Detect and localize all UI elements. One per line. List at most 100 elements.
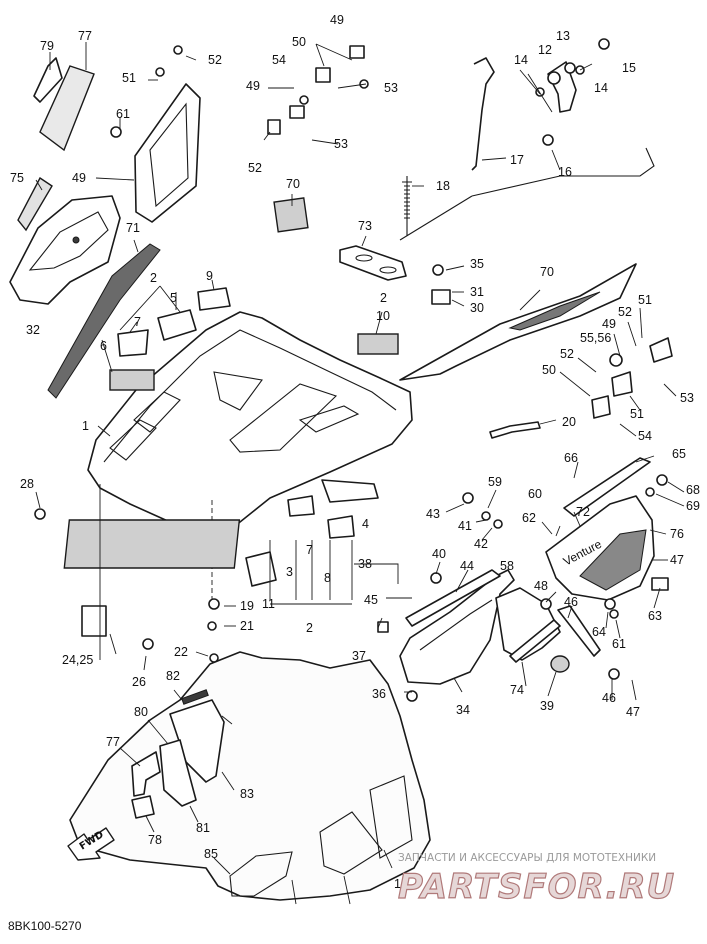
callout-52c: 52 xyxy=(618,305,632,319)
callout-62: 64 xyxy=(592,625,606,639)
callout-15: 15 xyxy=(622,61,636,75)
callout-30: 35 xyxy=(470,257,484,271)
callout-46-text: 46 xyxy=(602,691,616,705)
callout-20: 19 xyxy=(240,599,254,613)
callout-23: 20 xyxy=(562,415,576,429)
callout-54a: 54 xyxy=(272,53,286,67)
callout-49b: 49 xyxy=(246,79,260,93)
pad-5 xyxy=(157,309,197,341)
callout-14b: 14 xyxy=(594,81,608,95)
callout-38: 41 xyxy=(458,519,472,533)
forward-arrow: FWD xyxy=(67,827,115,861)
callout-54b: 55,56 xyxy=(580,331,611,345)
callout-76: 78 xyxy=(148,833,162,847)
callout-21: 21 xyxy=(240,619,254,633)
callout-51a: 52 xyxy=(248,161,262,175)
callout-58: 62 xyxy=(522,511,536,525)
callout-73: 75 xyxy=(10,171,24,185)
side-cover-32 xyxy=(9,195,121,305)
callout-35: 38 xyxy=(358,557,372,571)
callout-6: 6 xyxy=(100,339,107,353)
callout-47-text: 47 xyxy=(670,553,684,567)
callout-43: 46 xyxy=(564,595,578,609)
callout-66: 69 xyxy=(686,499,700,513)
leader-lines xyxy=(35,42,685,905)
callout-57a: 59 xyxy=(488,475,502,489)
pad-8 xyxy=(327,515,355,539)
decal-69 xyxy=(47,243,161,399)
cover-76 xyxy=(131,795,155,819)
callout-49a: 49 xyxy=(330,13,344,27)
callouts: 79 77 51 52 61 49 75 71 32 49 50 54 49 5… xyxy=(10,13,700,891)
callout-24-25: 24,25 xyxy=(62,653,93,667)
roller-36 xyxy=(550,655,570,673)
hinge-set-right xyxy=(591,337,673,419)
callout-60: 61 xyxy=(116,107,130,121)
callout-49d: 50 xyxy=(542,363,556,377)
cover-77 xyxy=(131,751,161,797)
callout-2c: 2 xyxy=(306,621,313,635)
callout-52a: 51 xyxy=(122,71,136,85)
callout-53d: 54 xyxy=(638,429,652,443)
callout-65: 68 xyxy=(686,483,700,497)
windshield-73 xyxy=(17,176,53,232)
side-rail-63 xyxy=(563,457,651,517)
callout-53b: 53 xyxy=(334,137,348,151)
rail-41 xyxy=(405,569,501,627)
callout-26: 26 xyxy=(132,675,146,689)
callout-52d: 52 xyxy=(560,347,574,361)
diagram-code: 8BK100-5270 xyxy=(8,919,82,933)
callout-70b: 72 xyxy=(576,505,590,519)
callout-79: 81 xyxy=(196,821,210,835)
callout-82: 85 xyxy=(204,847,218,861)
callout-33: 36 xyxy=(372,687,386,701)
callout-71: 73 xyxy=(358,219,372,233)
lever-12-13 xyxy=(547,61,577,113)
callout-68: 70 xyxy=(540,265,554,279)
callout-70: 79 xyxy=(40,39,54,53)
callout-22: 22 xyxy=(174,645,188,659)
strip-80 xyxy=(181,689,209,705)
callout-9: 9 xyxy=(206,269,213,283)
callout-77-text: 77 xyxy=(106,735,120,749)
plate-71 xyxy=(339,245,407,281)
callout-34: 37 xyxy=(352,649,366,663)
strip-23 xyxy=(489,421,541,439)
callout-13: 13 xyxy=(556,29,570,43)
callout-36: 39 xyxy=(540,699,554,713)
callout-39: 42 xyxy=(474,537,488,551)
callout-80: 82 xyxy=(166,669,180,683)
callout-52b: 52 xyxy=(208,53,222,67)
callout-2a: 2 xyxy=(150,271,157,285)
callout-50b: 51 xyxy=(638,293,652,307)
callout-31: 34 xyxy=(456,703,470,717)
callout-44: 47 xyxy=(626,705,640,719)
callout-64: 66 xyxy=(564,451,578,465)
callout-57b: 60 xyxy=(528,487,542,501)
callout-10: 10 xyxy=(376,309,390,323)
callout-2b: 2 xyxy=(380,291,387,305)
callout-48: 49 xyxy=(72,171,86,185)
callout-53c: 53 xyxy=(680,391,694,405)
callout-4: 4 xyxy=(362,517,369,531)
callout-67: 70 xyxy=(286,177,300,191)
callout-61-text: 61 xyxy=(612,637,626,651)
pad-7b xyxy=(287,495,315,517)
callout-37: 40 xyxy=(432,547,446,561)
callout-16: 16 xyxy=(558,165,572,179)
callout-7a: 7 xyxy=(134,315,141,329)
callout-3: 3 xyxy=(286,565,293,579)
callout-12: 12 xyxy=(538,43,552,57)
callout-63: 65 xyxy=(672,447,686,461)
callout-19-text: 19 xyxy=(394,877,408,891)
decal-75 xyxy=(39,65,95,152)
callout-72: 74 xyxy=(510,683,524,697)
callout-59: 63 xyxy=(648,609,662,623)
spring-18 xyxy=(402,176,412,236)
callout-14a: 14 xyxy=(514,53,528,67)
callout-41: 44 xyxy=(460,559,474,573)
callout-81: 83 xyxy=(240,787,254,801)
callout-32: 32 xyxy=(26,323,40,337)
callout-8: 8 xyxy=(324,571,331,585)
